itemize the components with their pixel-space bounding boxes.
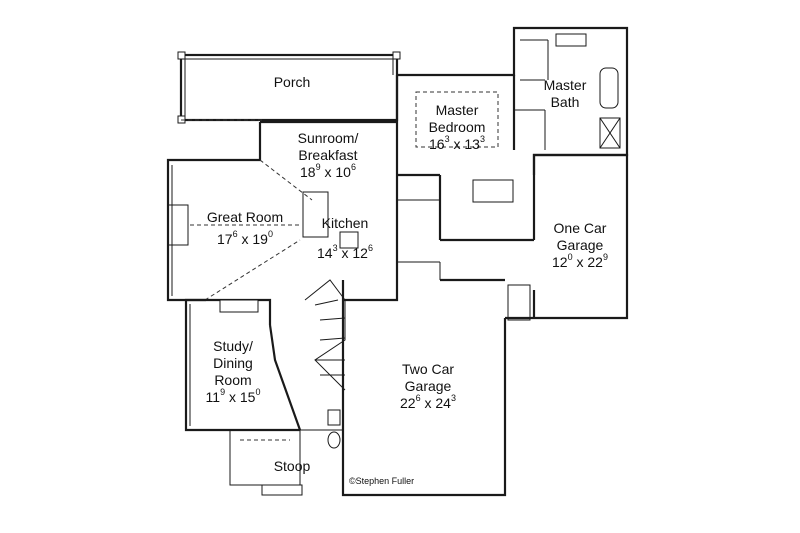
room-label-stoop: Stoop	[262, 458, 322, 475]
room-label-master-bath: Master Bath	[535, 77, 595, 111]
copyright-symbol: ©	[349, 476, 356, 486]
main-living-walls	[166, 119, 514, 302]
room-label-porch: Porch	[252, 74, 332, 91]
room-label-master-bedroom: Master Bedroom 163 x 133	[417, 102, 497, 153]
room-label-sunroom: Sunroom/ Breakfast 189 x 106	[278, 130, 378, 181]
room-label-two-car-garage: Two Car Garage 226 x 243	[383, 361, 473, 412]
study-name-line1: Study/	[213, 338, 253, 354]
two-car-garage-name-line2: Garage	[404, 378, 452, 394]
two-car-garage-name-line1: Two Car	[401, 361, 455, 377]
one-car-garage-name-line2: Garage	[556, 237, 604, 253]
study-dimensions: 119 x 150	[205, 387, 261, 405]
porch-name: Porch	[273, 74, 311, 90]
stoop-outline	[229, 324, 303, 496]
sunroom-name-line2: Breakfast	[298, 147, 358, 163]
master-bath-name-line2: Bath	[550, 94, 580, 110]
room-label-study: Study/ Dining Room 119 x 150	[193, 338, 273, 406]
one-car-garage-dimensions: 120 x 229	[552, 252, 608, 270]
study-name-line2: Dining	[213, 355, 253, 371]
master-bedroom-dimensions: 163 x 133	[429, 134, 485, 152]
great-room-name: Great Room	[206, 209, 284, 225]
master-bedroom-name-line2: Bedroom	[428, 119, 486, 135]
two-car-garage-dimensions: 226 x 243	[400, 393, 456, 411]
great-room-dimensions: 176 x 190	[217, 229, 273, 247]
stoop-name: Stoop	[273, 458, 311, 474]
master-bedroom-name-line1: Master	[435, 102, 479, 118]
copyright-text: Stephen Fuller	[355, 476, 415, 486]
study-walls	[184, 298, 300, 432]
copyright-notice: ©Stephen Fuller	[349, 476, 414, 486]
sunroom-dimensions: 189 x 106	[300, 162, 356, 180]
room-label-great-room: Great Room 176 x 190	[195, 209, 295, 248]
master-bath-name-line1: Master	[543, 77, 587, 93]
stairs	[304, 279, 346, 391]
two-car-garage-walls	[300, 278, 534, 497]
kitchen-name: Kitchen	[321, 215, 369, 231]
room-label-kitchen: Kitchen 143 x 126	[305, 215, 385, 262]
room-label-one-car-garage: One Car Garage 120 x 229	[540, 220, 620, 271]
one-car-garage-walls	[440, 153, 629, 321]
sunroom-name-line1: Sunroom/	[297, 130, 359, 146]
study-name-line3: Room	[214, 372, 252, 388]
kitchen-dimensions: 143 x 126	[317, 243, 373, 261]
one-car-garage-name-line1: One Car	[553, 220, 607, 236]
